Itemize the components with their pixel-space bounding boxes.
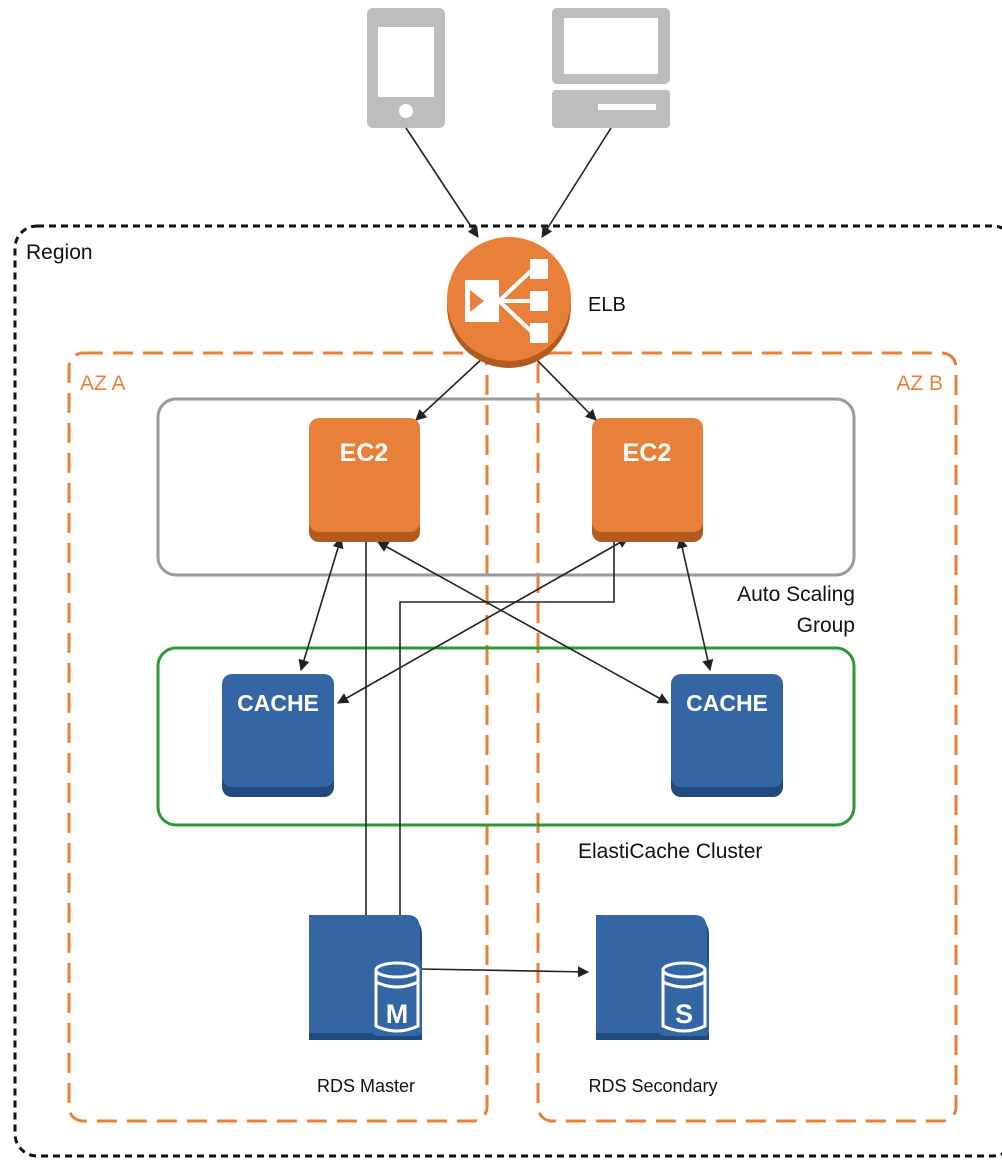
ec2-b-label: EC2 <box>623 439 672 467</box>
ec2-a-label: EC2 <box>340 439 389 467</box>
ec2-b-icon: EC2 <box>592 418 703 542</box>
arrow-ec2-a-cache-a <box>298 536 344 672</box>
cache-b-label: CACHE <box>686 690 768 716</box>
line-ec2-b-to-rds <box>399 538 615 915</box>
arrow-rds-replication <box>419 966 590 978</box>
arrow-elb-to-ec2-b <box>533 356 597 421</box>
mobile-phone-icon <box>367 8 445 128</box>
arrow-ec2-b-cache-a <box>337 537 629 704</box>
desktop-computer-icon <box>552 8 670 128</box>
auto-scaling-label-line2: Group <box>797 614 855 637</box>
elb-label: ELB <box>588 294 626 316</box>
az-a-boundary <box>67 351 489 1123</box>
rds-secondary-badge: S <box>675 999 693 1029</box>
auto-scaling-label-line1: Auto Scaling <box>737 583 855 606</box>
az-b-label: AZ B <box>896 372 943 395</box>
arrow-elb-to-ec2-a <box>415 356 485 421</box>
ec2-a-icon: EC2 <box>309 418 420 542</box>
arrow-mobile-to-elb <box>405 127 479 238</box>
rds-secondary-icon: S <box>596 915 709 1040</box>
connectors <box>298 127 714 978</box>
az-a-label: AZ A <box>80 372 126 395</box>
elasticache-cluster-label: ElastiCache Cluster <box>578 840 762 863</box>
arrow-ec2-a-cache-b <box>377 541 669 704</box>
cache-a-label: CACHE <box>237 690 319 716</box>
arrow-desktop-to-elb <box>541 127 612 238</box>
rds-master-icon: M <box>309 915 422 1040</box>
cache-a-icon: CACHE <box>222 674 334 797</box>
region-label: Region <box>26 241 93 264</box>
cache-b-icon: CACHE <box>671 674 783 797</box>
arrow-ec2-b-cache-b <box>676 536 714 672</box>
rds-master-badge: M <box>386 999 409 1029</box>
load-balancer-icon <box>447 237 571 368</box>
database-master-icon: M <box>372 960 422 1036</box>
auto-scaling-group-boundary <box>156 397 856 577</box>
az-b-boundary <box>536 351 958 1123</box>
database-secondary-icon: S <box>659 960 709 1036</box>
rds-master-label: RDS Master <box>317 1076 415 1096</box>
region-boundary <box>13 224 1002 1158</box>
rds-secondary-label: RDS Secondary <box>588 1076 717 1096</box>
